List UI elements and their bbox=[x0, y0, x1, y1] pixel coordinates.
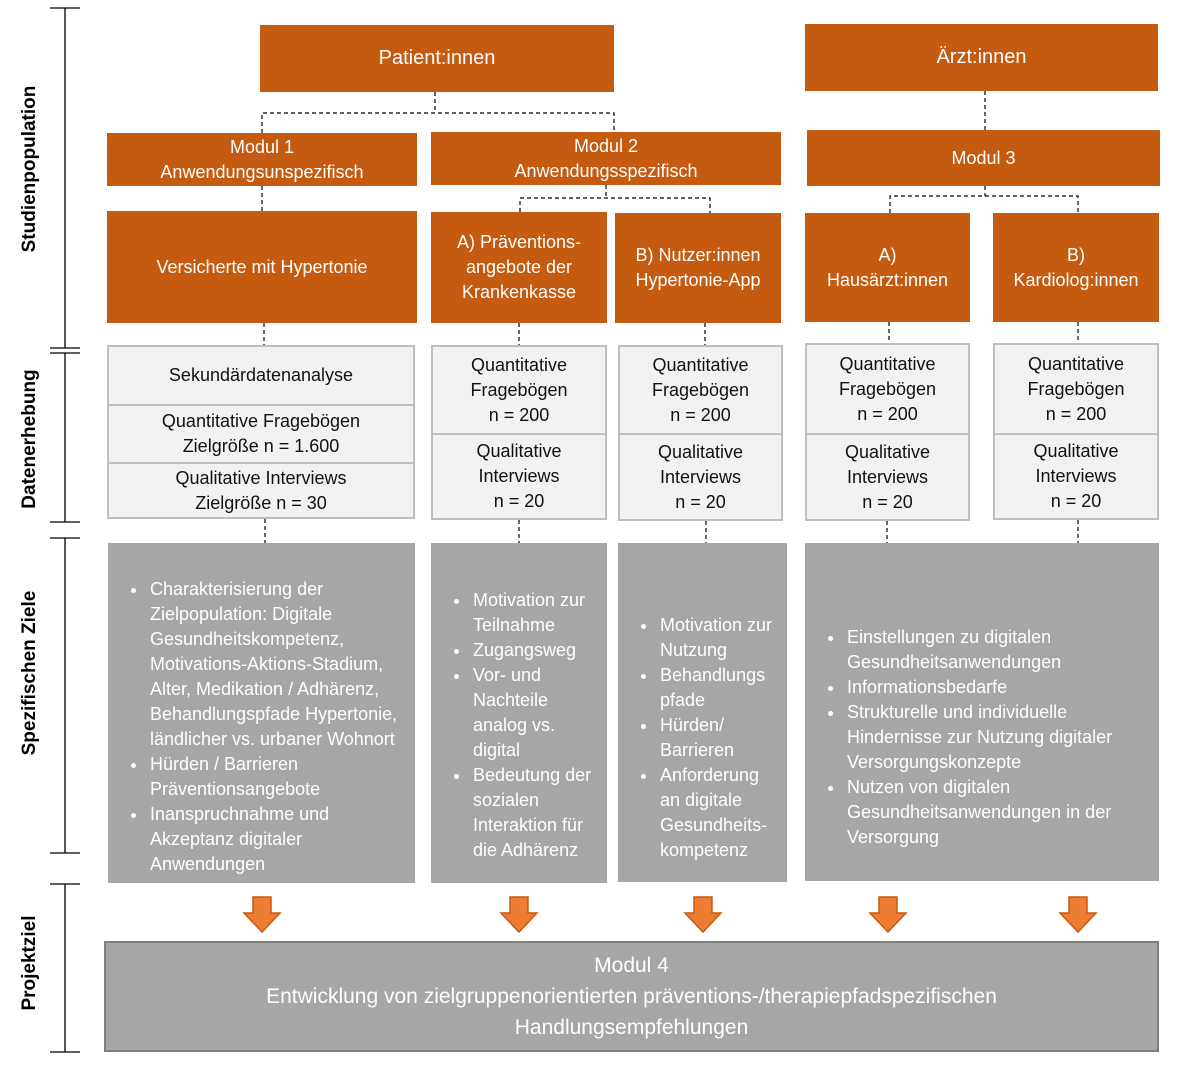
section-label-goals: Spezifischen Ziele bbox=[19, 590, 40, 756]
section-label-project: Projektziel bbox=[19, 915, 40, 1011]
method-qualitative: Qualitative Interviews n = 20 bbox=[993, 433, 1159, 520]
goal-item: Hürden / Barrieren Präventionsangebote bbox=[148, 752, 407, 802]
module-1: Modul 1 Anwendungsunspezifisch bbox=[107, 133, 417, 186]
goals-module-2b: Motivation zur NutzungBehandlungs pfadeH… bbox=[618, 543, 787, 882]
population-cardiologists: B) Kardiolog:innen bbox=[993, 213, 1159, 322]
module-3: Modul 3 bbox=[807, 130, 1160, 186]
population-gps: A) Hausärzt:innen bbox=[805, 213, 970, 322]
method-quantitative: Quantitative Fragebögen n = 200 bbox=[431, 345, 607, 435]
goals-module-3: Einstellungen zu digitalen Gesundheitsan… bbox=[805, 543, 1159, 881]
method-quantitative: Quantitative Fragebögen n = 200 bbox=[993, 343, 1159, 435]
method-quantitative: Quantitative Fragebögen n = 200 bbox=[805, 343, 970, 435]
population-prevention-offers: A) Präventions- angebote der Krankenkass… bbox=[431, 212, 607, 323]
arrow-down-icon bbox=[683, 896, 723, 934]
goal-item: Zugangsweg bbox=[471, 638, 601, 663]
goal-item: Inanspruchnahme und Akzeptanz digitaler … bbox=[148, 802, 407, 877]
arrow-down-icon bbox=[242, 896, 282, 934]
goal-item: Strukturelle und individuelle Hinderniss… bbox=[845, 700, 1139, 775]
goal-item: Motivation zur Nutzung bbox=[658, 613, 781, 663]
goals-module-1: Charakterisierung der Zielpopulation: Di… bbox=[108, 543, 415, 883]
method-qualitative: Qualitative Interviews Zielgröße n = 30 bbox=[107, 462, 415, 519]
arrow-down-icon bbox=[1058, 896, 1098, 934]
module-2: Modul 2 Anwendungsspezifisch bbox=[431, 132, 781, 185]
method-qualitative: Qualitative Interviews n = 20 bbox=[618, 433, 783, 521]
goal-item: Informationsbedarfe bbox=[845, 675, 1139, 700]
goal-item: Bedeutung der sozialen Interaktion für d… bbox=[471, 763, 601, 863]
group-patients: Patient:innen bbox=[260, 25, 614, 92]
module-4-project-goal: Modul 4 Entwicklung von zielgruppenorien… bbox=[104, 941, 1159, 1052]
goal-item: Anforderung an digitale Gesundheits-komp… bbox=[658, 763, 781, 863]
goal-item: Behandlungs pfade bbox=[658, 663, 781, 713]
goal-item: Charakterisierung der Zielpopulation: Di… bbox=[148, 577, 407, 752]
goal-item: Motivation zur Teilnahme bbox=[471, 588, 601, 638]
population-app-users: B) Nutzer:innen Hypertonie-App bbox=[615, 213, 781, 323]
section-label-population: Studienpopulation bbox=[19, 85, 40, 253]
goal-item: Hürden/ Barrieren bbox=[658, 713, 781, 763]
method-quantitative: Quantitative Fragebögen Zielgröße n = 1.… bbox=[107, 404, 415, 464]
goal-item: Einstellungen zu digitalen Gesundheitsan… bbox=[845, 625, 1139, 675]
goal-item: Vor- und Nachteile analog vs. digital bbox=[471, 663, 601, 763]
group-doctors: Ärzt:innen bbox=[805, 24, 1158, 91]
method-qualitative: Qualitative Interviews n = 20 bbox=[431, 433, 607, 520]
population-insured-hypertension: Versicherte mit Hypertonie bbox=[107, 211, 417, 323]
goals-module-2a: Motivation zur TeilnahmeZugangswegVor- u… bbox=[431, 543, 607, 883]
goal-item: Nutzen von digitalen Gesundheitsanwendun… bbox=[845, 775, 1139, 850]
arrow-down-icon bbox=[868, 896, 908, 934]
method-secondary-data: Sekundärdatenanalyse bbox=[107, 345, 415, 406]
method-quantitative: Quantitative Fragebögen n = 200 bbox=[618, 345, 783, 435]
arrow-down-icon bbox=[499, 896, 539, 934]
method-qualitative: Qualitative Interviews n = 20 bbox=[805, 433, 970, 521]
